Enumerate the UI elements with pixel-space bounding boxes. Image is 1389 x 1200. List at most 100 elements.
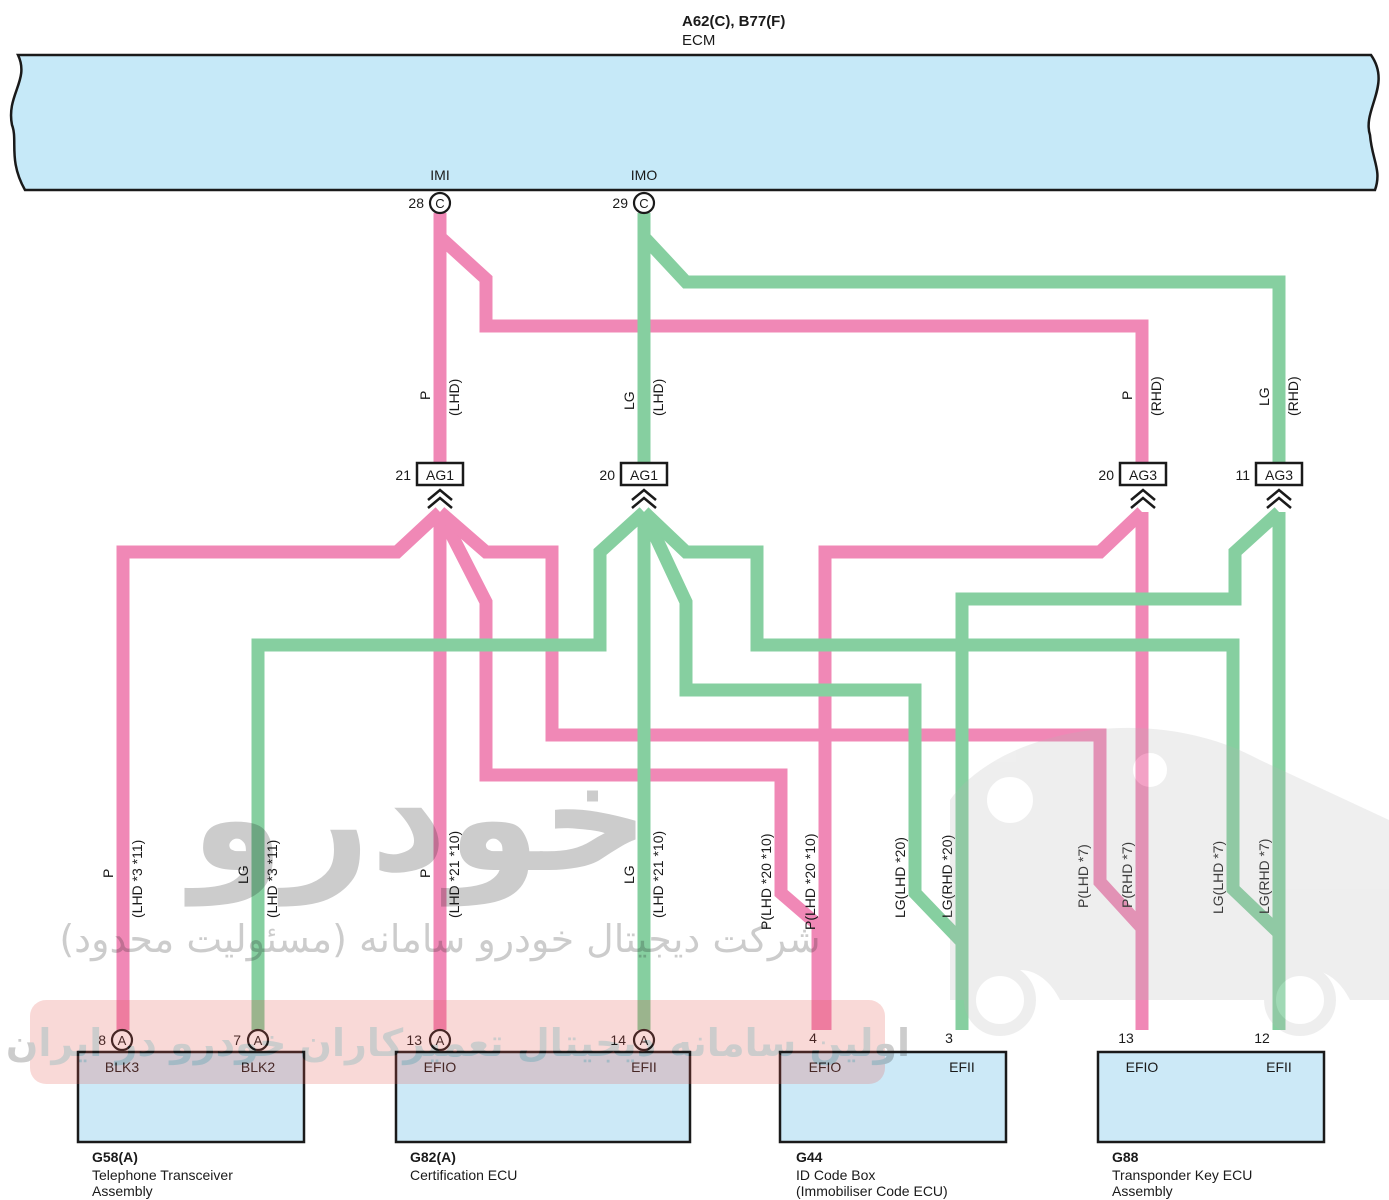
g58-name-1: Assembly xyxy=(92,1183,153,1199)
wire-p-g44-a xyxy=(434,509,825,1030)
junction-num-0: 21 xyxy=(395,467,411,483)
g58-pin1-conn: A xyxy=(254,1033,263,1048)
junction-label-0: AG1 xyxy=(426,467,454,483)
g58-pin1-signal: BLK2 xyxy=(241,1059,275,1075)
g88-id: G88 xyxy=(1112,1149,1139,1165)
ecm-pin-conn-28: C xyxy=(435,196,444,211)
upper-label-color-0: P xyxy=(417,391,433,400)
ecm-pin-circle-29 xyxy=(632,191,656,215)
junction-num-1: 20 xyxy=(599,467,615,483)
junction-chevron-1 xyxy=(631,488,657,509)
lower-label-9: P(RHD *7) xyxy=(1119,842,1135,908)
lower-label-3-color: LG xyxy=(621,865,637,884)
component-box-g58 xyxy=(76,1050,306,1144)
upper-label-note-0: (LHD) xyxy=(446,379,462,416)
g88-pin0-num: 13 xyxy=(1118,1030,1134,1046)
watermark-line1: شرکت دیجیتال خودرو سامانه (مسئولیت محدود… xyxy=(59,917,820,962)
g58-name-0: Telephone Transceiver xyxy=(92,1167,233,1183)
wires xyxy=(116,213,1286,1030)
g44-pin0-signal: EFIO xyxy=(809,1059,842,1075)
lower-label-7: LG(RHD *20) xyxy=(939,835,955,918)
wire-p-imi-rhd xyxy=(435,232,1149,463)
component-box-g88 xyxy=(1096,1050,1326,1144)
lower-label-4: P(LHD *20 *10) xyxy=(758,834,774,931)
lower-label-10: LG(LHD *7) xyxy=(1210,841,1226,914)
g88-pin1-num: 12 xyxy=(1254,1030,1270,1046)
watermark-brand: خودرو xyxy=(184,732,650,907)
ecm-pin-conn-29: C xyxy=(639,196,648,211)
g44-pin0-num: 4 xyxy=(809,1030,817,1046)
g58-pin0-conn: A xyxy=(118,1033,127,1048)
g58-pin1-num: 7 xyxy=(233,1032,241,1048)
wire-lg-g88-lhd xyxy=(639,507,1286,1030)
upper-label-note-2: (RHD) xyxy=(1148,376,1164,416)
lower-label-1-color: LG xyxy=(235,865,251,884)
g82-pin1-circle xyxy=(632,1028,656,1052)
lower-label-11: LG(RHD *7) xyxy=(1256,839,1272,914)
junction-box-3 xyxy=(1254,461,1304,487)
g82-pin0-circle xyxy=(428,1028,452,1052)
wire-lg-imo-rhd xyxy=(639,232,1286,463)
wire-lg-g44-rhd xyxy=(955,507,1284,1030)
upper-label-note-1: (LHD) xyxy=(650,379,666,416)
upper-wire-labels: P (LHD) LG (LHD) P (RHD) LG (RHD) xyxy=(417,376,1301,416)
wire-p-blk3 xyxy=(116,507,445,1030)
g82-pin1-conn: A xyxy=(640,1033,649,1048)
ecm-body xyxy=(9,53,1380,192)
g82-id: G82(A) xyxy=(410,1149,456,1165)
g44-pin1-signal: EFII xyxy=(949,1059,975,1075)
upper-label-color-1: LG xyxy=(621,391,637,410)
lower-label-2-color: P xyxy=(417,869,433,878)
upper-label-color-2: P xyxy=(1119,391,1135,400)
g88-pin0-signal: EFIO xyxy=(1126,1059,1159,1075)
lower-label-6: LG(LHD *20) xyxy=(892,837,908,918)
lower-label-0-color: P xyxy=(100,869,116,878)
ecm-pin-num-28: 28 xyxy=(408,195,424,211)
watermark-banner xyxy=(30,1000,885,1084)
lower-label-2-note: (LHD *21 *10) xyxy=(446,831,462,918)
ecm-pin-circle-28 xyxy=(428,191,452,215)
junction-label-1: AG1 xyxy=(630,467,658,483)
lower-label-5: P(LHD *20 *10) xyxy=(802,834,818,931)
junction-chevron-0 xyxy=(427,488,453,509)
g44-name-1: (Immobiliser Code ECU) xyxy=(796,1183,948,1199)
upper-label-note-3: (RHD) xyxy=(1285,376,1301,416)
wire-p-g44-rhd xyxy=(818,507,1147,1030)
ecm-id: A62(C), B77(F) xyxy=(682,13,785,30)
watermark-logo xyxy=(950,727,1389,1036)
g88-pin1-signal: EFII xyxy=(1266,1059,1292,1075)
watermark: خودرو شرکت دیجیتال خودرو سامانه (مسئولیت… xyxy=(6,727,1389,1084)
junction-label-2: AG3 xyxy=(1129,467,1157,483)
g82-pin0-signal: EFIO xyxy=(424,1059,457,1075)
ecm-pin-signal-imo: IMO xyxy=(631,167,658,183)
junction-label-3: AG3 xyxy=(1265,467,1293,483)
junction-num-2: 20 xyxy=(1098,467,1114,483)
ecm-pin-num-29: 29 xyxy=(612,195,628,211)
junction-box-0 xyxy=(415,461,465,487)
component-box-g82 xyxy=(394,1050,692,1144)
g82-pin1-signal: EFII xyxy=(631,1059,657,1075)
g82-name-0: Certification ECU xyxy=(410,1167,517,1183)
g58-pin1-circle xyxy=(246,1028,270,1052)
junctions: 21 AG1 20 AG1 20 AG3 11 AG3 xyxy=(395,461,1304,509)
g58-pin0-num: 8 xyxy=(98,1032,106,1048)
g88-name-1: Assembly xyxy=(1112,1183,1173,1199)
lower-label-0-note: (LHD *3 *11) xyxy=(129,840,145,918)
g82-pin1-num: 14 xyxy=(610,1032,626,1048)
g82-pin0-conn: A xyxy=(436,1033,445,1048)
junction-num-3: 11 xyxy=(1235,467,1250,483)
g44-name-0: ID Code Box xyxy=(796,1167,875,1183)
component-box-g44 xyxy=(778,1050,1008,1144)
watermark-line2: اولین سامانه دیجیتال تعمیرکاران خودرو در… xyxy=(6,1021,910,1066)
g44-pin1-num: 3 xyxy=(945,1030,953,1046)
junction-chevron-2 xyxy=(1130,488,1156,509)
upper-label-color-3: LG xyxy=(1256,387,1272,406)
ecm-name: ECM xyxy=(682,32,715,49)
g58-pin0-circle xyxy=(110,1028,134,1052)
wire-lg-blk2 xyxy=(251,507,649,1030)
lower-label-1-note: (LHD *3 *11) xyxy=(264,840,280,918)
junction-box-1 xyxy=(619,461,669,487)
lower-label-3-note: (LHD *21 *10) xyxy=(650,831,666,918)
lower-label-8: P(LHD *7) xyxy=(1075,844,1091,908)
